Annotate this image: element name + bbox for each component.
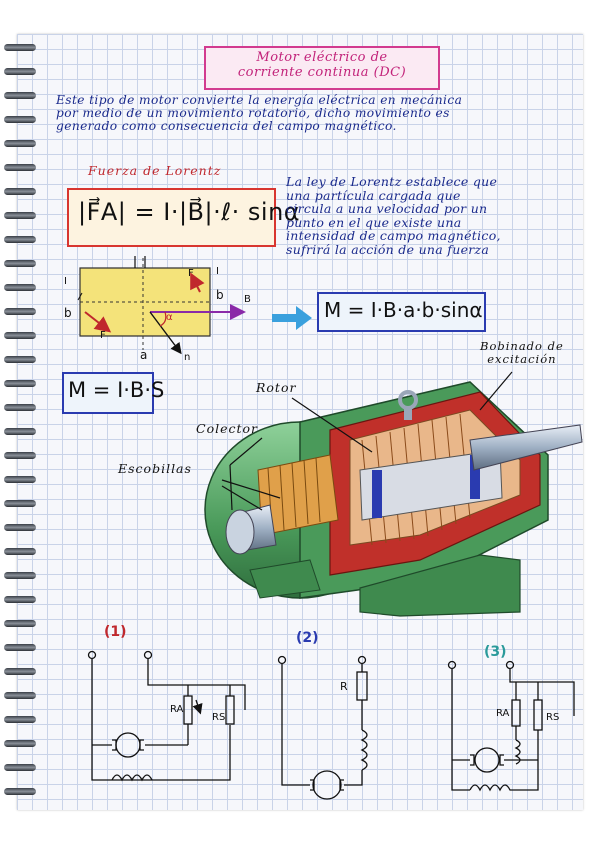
spiral-ring bbox=[4, 620, 36, 627]
spiral-ring bbox=[4, 68, 36, 75]
torque-formula-box-1 bbox=[317, 292, 486, 332]
circuit-1-ra: RA bbox=[170, 704, 184, 715]
circuit-3-rs: RS bbox=[546, 712, 560, 723]
spiral-ring bbox=[4, 92, 36, 99]
loop-label-f-top: F bbox=[188, 268, 194, 279]
lorentz-formula-box bbox=[67, 188, 276, 247]
torque-formula-box-2 bbox=[62, 372, 154, 414]
circuit-1 bbox=[87, 650, 246, 782]
motor-leader-lines bbox=[221, 371, 513, 511]
spiral-ring bbox=[4, 428, 36, 435]
force-top-arrow bbox=[190, 272, 205, 293]
lorentz-heading: Fuerza de Lorentz bbox=[88, 163, 222, 178]
spiral-ring bbox=[4, 764, 36, 771]
label-colector: Colector bbox=[196, 421, 259, 436]
force-bottom-arrow bbox=[84, 311, 112, 333]
spiral-ring bbox=[4, 476, 36, 483]
law-line-1: La ley de Lorentz establece que bbox=[286, 174, 498, 189]
circuit-1-rs: RS bbox=[212, 712, 226, 723]
spiral-ring bbox=[4, 332, 36, 339]
spiral-ring bbox=[4, 740, 36, 747]
normal-vector-arrow bbox=[149, 311, 182, 355]
circuit-1-number: (1) bbox=[104, 624, 127, 640]
torque-formula-bs: M = I·B·S bbox=[68, 378, 165, 402]
loop-label-alpha: α bbox=[166, 312, 173, 323]
spiral-ring bbox=[4, 668, 36, 675]
spiral-ring bbox=[4, 788, 36, 795]
intro-line-1: Este tipo de motor convierte la energía … bbox=[56, 93, 463, 107]
law-line-3: circula a una velocidad por un bbox=[286, 201, 488, 216]
dc-motor-illustration bbox=[204, 381, 583, 617]
right-arrow-icon bbox=[272, 306, 312, 330]
label-bobinado: Bobinado de excitación bbox=[480, 340, 564, 366]
spiral-ring bbox=[4, 260, 36, 267]
spiral-ring bbox=[4, 140, 36, 147]
spiral-ring bbox=[4, 596, 36, 603]
loop-label-b-field: B bbox=[244, 294, 251, 305]
label-bobinado-line-1: Bobinado de bbox=[480, 339, 564, 353]
circuit-2 bbox=[277, 655, 368, 800]
spiral-ring bbox=[4, 452, 36, 459]
law-line-4: punto en el que existe una bbox=[286, 214, 462, 230]
intro-paragraph: Este tipo de motor convierte la energía … bbox=[56, 94, 576, 133]
spiral-ring bbox=[4, 188, 36, 195]
loop-label-n: n bbox=[184, 352, 191, 363]
spiral-ring bbox=[4, 404, 36, 411]
spiral-ring bbox=[4, 692, 36, 699]
intro-line-3: generado como consecuencia del campo mag… bbox=[56, 119, 397, 133]
title-line-2: corriente continua (DC) bbox=[237, 65, 407, 80]
circuit-2-r: R bbox=[340, 680, 348, 693]
loop-label-f-bottom: F bbox=[100, 330, 106, 341]
spiral-ring bbox=[4, 164, 36, 171]
circuit-3 bbox=[447, 660, 575, 792]
law-line-2: una partícula cargada que bbox=[286, 187, 461, 203]
spiral-ring bbox=[4, 500, 36, 507]
loop-label-b-right: b bbox=[216, 288, 224, 302]
title-box bbox=[204, 46, 440, 90]
current-loop-diagram bbox=[77, 256, 312, 355]
circuit-3-number: (3) bbox=[484, 644, 507, 660]
spiral-ring bbox=[4, 116, 36, 123]
spiral-ring bbox=[4, 44, 36, 51]
lorentz-formula: |F⃗A| = I·|B⃗|·ℓ· sinα bbox=[78, 198, 301, 226]
spiral-ring bbox=[4, 212, 36, 219]
title-line-1: Motor eléctrico de bbox=[256, 50, 388, 65]
spiral-ring bbox=[4, 284, 36, 291]
label-escobillas: Escobillas bbox=[118, 461, 192, 476]
loop-label-a: a bbox=[140, 348, 148, 362]
label-bobinado-line-2: excitación bbox=[487, 352, 557, 366]
spiral-ring bbox=[4, 380, 36, 387]
lorentz-description: La ley de Lorentz establece que una part… bbox=[286, 175, 586, 256]
torque-formula-ab: M = I·B·a·b·sinα bbox=[324, 298, 483, 322]
spiral-ring bbox=[4, 644, 36, 651]
spiral-ring bbox=[4, 548, 36, 555]
spiral-ring bbox=[4, 716, 36, 723]
circuit-2-number: (2) bbox=[296, 630, 319, 646]
loop-label-b-left: b bbox=[64, 306, 72, 320]
loop-label-i-left: I bbox=[64, 276, 67, 287]
law-line-5: intensidad de campo magnético, bbox=[286, 228, 501, 243]
page-title: Motor eléctrico de corriente continua (D… bbox=[204, 50, 440, 80]
spiral-ring bbox=[4, 572, 36, 579]
law-line-6: sufrirá la acción de una fuerza bbox=[286, 241, 490, 257]
spiral-ring bbox=[4, 356, 36, 363]
label-rotor: Rotor bbox=[256, 380, 297, 395]
spiral-ring bbox=[4, 308, 36, 315]
circuit-3-ra: RA bbox=[496, 708, 510, 719]
spiral-ring bbox=[4, 236, 36, 243]
loop-label-i-right: I bbox=[216, 266, 219, 277]
spiral-ring bbox=[4, 524, 36, 531]
intro-line-2: por medio de un movimiento rotatorio, di… bbox=[56, 106, 450, 120]
loop-leads bbox=[134, 256, 146, 268]
loop-plane bbox=[79, 267, 211, 337]
